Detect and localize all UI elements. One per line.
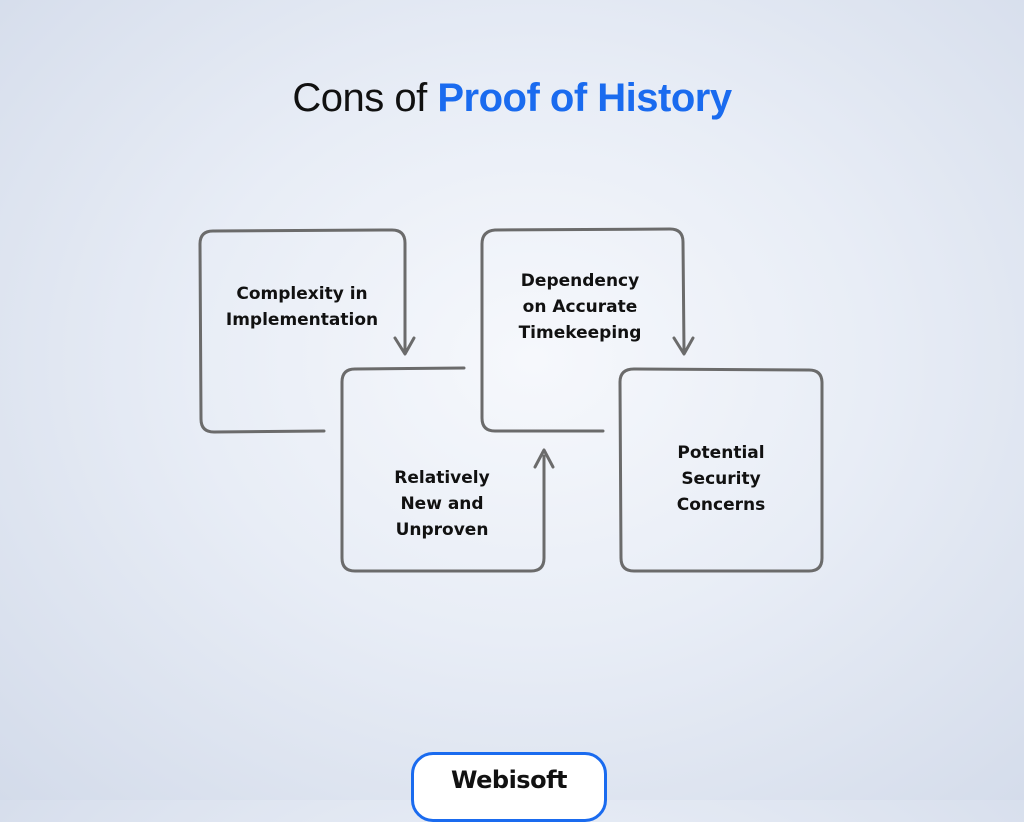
box-label-relatively-new: Relatively New and Unproven: [394, 468, 490, 540]
box-security: [618, 367, 824, 573]
arrow-head-up: [533, 448, 555, 469]
box-label-complexity: Complexity in Implementation: [225, 284, 379, 330]
arrow-head-down-1: [393, 336, 416, 356]
arrow-head-down-2: [672, 336, 695, 356]
brand-name: Webisoft: [451, 766, 568, 794]
box-complexity: [198, 228, 407, 434]
box-dependency: [480, 227, 686, 433]
box-label-dependency: Dependency on Accurate Timekeeping: [518, 271, 642, 343]
page-title: Cons of Proof of History: [0, 76, 1024, 121]
box-relatively-new: [340, 366, 546, 573]
title-prefix: Cons of: [292, 76, 438, 120]
box-label-security: Potential Security Concerns: [676, 443, 766, 515]
flow-diagram: [198, 227, 824, 573]
brand-logo: Webisoft: [411, 752, 607, 822]
title-highlight: Proof of History: [437, 76, 732, 120]
